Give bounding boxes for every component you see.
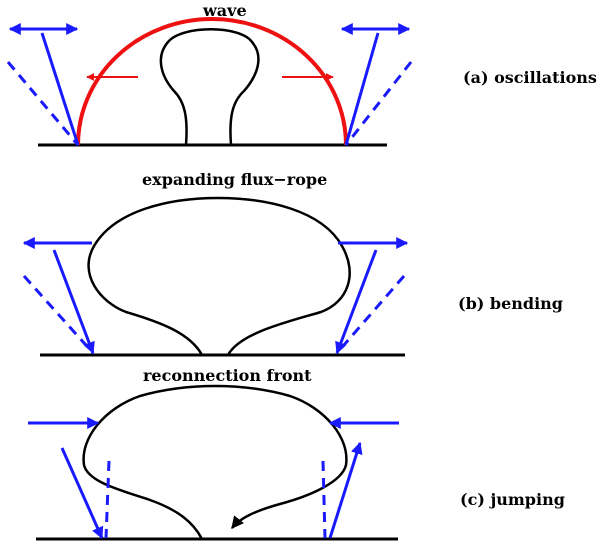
panel-b-right-field-line-dashed (335, 275, 406, 354)
panel-a-flux-rope (159, 28, 260, 146)
panel-a-oscillations (6, 17, 413, 147)
panel-b-left-field-line (52, 249, 95, 355)
panel-b-bending (22, 196, 409, 357)
panel-c-jumping (28, 384, 399, 541)
panel-a-left-field-line-dashed (6, 61, 80, 146)
panel-c-left-field-line-dashed (104, 460, 111, 539)
panel-c-flux-rope (82, 384, 348, 540)
panel-b-caption: (b) bending (458, 294, 563, 313)
panel-b-flux-rope (87, 196, 351, 356)
wave-front-arc (76, 17, 348, 146)
panel-a-left-field-line (40, 32, 80, 146)
wave-label: wave (203, 1, 247, 20)
panel-b-left-field-line-dashed (22, 274, 95, 355)
flux-rope-label: expanding flux−rope (142, 170, 328, 189)
panel-c-right-field-line (328, 441, 363, 539)
panel-a-right-field-line-dashed (344, 61, 413, 146)
panel-a-caption: (a) oscillations (463, 68, 597, 87)
panel-a-right-field-line (344, 32, 380, 146)
panel-c-left-field-line (60, 447, 104, 540)
reconnection-label: reconnection front (143, 366, 312, 385)
panel-c-caption: (c) jumping (460, 490, 565, 509)
panel-c-right-field-line-dashed (321, 460, 327, 539)
panel-b-right-field-line (335, 249, 378, 355)
